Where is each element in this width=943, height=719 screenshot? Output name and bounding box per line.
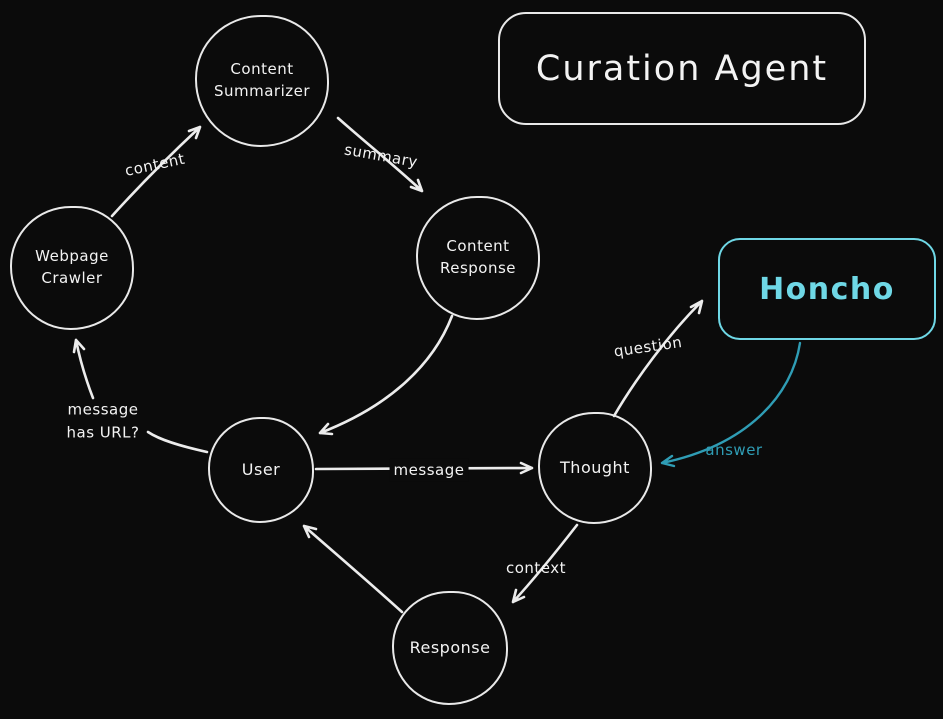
edge-label-content: content <box>123 149 187 180</box>
edge-content-response-to-user-arrow <box>318 314 454 436</box>
edge-label-message-has-url: message has URL? <box>66 400 140 442</box>
honcho-box: Honcho <box>718 238 936 340</box>
node-user-label: User <box>241 460 281 480</box>
edge-label-question: question <box>612 333 684 361</box>
node-content-summarizer-label: Content Summarizer <box>213 60 311 100</box>
edge-user-to-url-check-line <box>146 430 209 454</box>
honcho-label: Honcho <box>759 271 895 307</box>
node-user: User <box>208 417 314 523</box>
node-thought-label: Thought <box>560 458 630 478</box>
node-content-summarizer: Content Summarizer <box>195 15 329 147</box>
edge-label-message: message <box>389 458 469 482</box>
edge-label-answer: answer <box>705 440 763 459</box>
node-webpage-crawler-label: Webpage Crawler <box>35 247 109 287</box>
diagram-title: Curation Agent <box>535 48 829 89</box>
node-webpage-crawler: Webpage Crawler <box>10 206 134 330</box>
edge-label-summary: summary <box>342 140 420 172</box>
node-content-response: Content Response <box>416 196 540 320</box>
node-response-label: Response <box>409 638 491 658</box>
node-content-response-label: Content Response <box>439 237 517 277</box>
title-box: Curation Agent <box>498 12 866 125</box>
node-response: Response <box>392 591 508 705</box>
edge-response-to-user-arrow <box>302 524 404 614</box>
edge-label-context: context <box>505 558 567 577</box>
edge-url-check-to-crawler-arrow <box>72 338 95 400</box>
node-thought: Thought <box>538 412 652 524</box>
